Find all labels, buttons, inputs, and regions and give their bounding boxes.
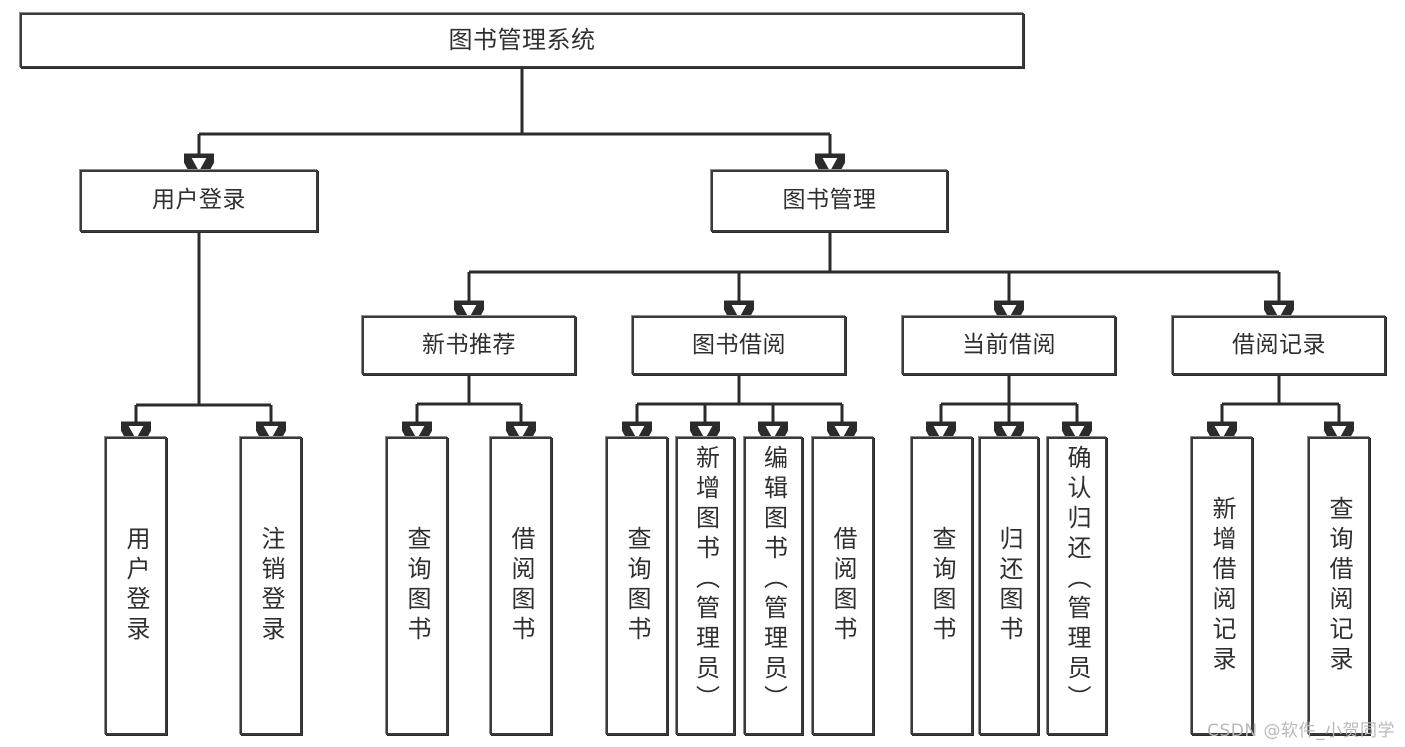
node-label: 图书管理系统 <box>448 26 596 55</box>
node-label: 归还图书 <box>995 526 1023 646</box>
watermark: CSDN @软件_小贺同学 <box>1207 721 1395 741</box>
node-label: 用户登录 <box>152 187 246 214</box>
node-new-book-recommendation[interactable]: 新书推荐 <box>362 316 576 375</box>
node-book-management[interactable]: 图书管理 <box>711 170 948 232</box>
node-book-borrowing[interactable]: 图书借阅 <box>632 316 846 375</box>
node-label: 查询借阅记录 <box>1325 496 1353 676</box>
node-label: 新书推荐 <box>422 331 516 358</box>
node-label: 新增图书（管理员） <box>691 445 720 715</box>
node-label: 用户登录 <box>122 526 150 646</box>
node-label: 确认归还（管理员） <box>1063 445 1091 715</box>
node-leaf-edit-book-admin[interactable]: 编辑图书（管理员） <box>744 437 803 735</box>
node-label: 借阅图书 <box>829 526 857 646</box>
node-leaf-user-login[interactable]: 用户登录 <box>105 437 167 735</box>
node-label: 图书管理 <box>782 187 877 214</box>
node-leaf-query-book-borrow[interactable]: 查询图书 <box>606 437 668 735</box>
node-label: 查询图书 <box>403 526 431 646</box>
node-label: 新增借阅记录 <box>1208 496 1236 676</box>
node-label: 借阅记录 <box>1232 331 1326 358</box>
node-leaf-borrow-book-new[interactable]: 借阅图书 <box>490 437 552 735</box>
node-root-library-system[interactable]: 图书管理系统 <box>20 13 1024 68</box>
node-leaf-query-book-new[interactable]: 查询图书 <box>386 437 448 735</box>
node-leaf-borrow-book[interactable]: 借阅图书 <box>812 437 874 735</box>
node-leaf-logout[interactable]: 注销登录 <box>240 437 302 735</box>
node-leaf-query-book-current[interactable]: 查询图书 <box>911 437 973 735</box>
node-leaf-query-borrow-record[interactable]: 查询借阅记录 <box>1308 437 1370 735</box>
node-leaf-add-book-admin[interactable]: 新增图书（管理员） <box>676 437 735 735</box>
node-label: 当前借阅 <box>962 331 1056 358</box>
node-user-login[interactable]: 用户登录 <box>80 170 318 232</box>
node-label: 查询图书 <box>928 526 956 646</box>
node-leaf-add-borrow-record[interactable]: 新增借阅记录 <box>1191 437 1253 735</box>
node-label: 编辑图书（管理员） <box>759 445 788 715</box>
node-current-borrowing[interactable]: 当前借阅 <box>902 316 1116 375</box>
node-borrow-record[interactable]: 借阅记录 <box>1172 316 1386 375</box>
node-label: 图书借阅 <box>692 331 786 358</box>
node-label: 借阅图书 <box>507 526 535 646</box>
node-leaf-confirm-return-admin[interactable]: 确认归还（管理员） <box>1047 437 1107 735</box>
node-label: 查询图书 <box>623 526 651 646</box>
node-leaf-return-book[interactable]: 归还图书 <box>979 437 1039 735</box>
node-label: 注销登录 <box>257 526 285 646</box>
